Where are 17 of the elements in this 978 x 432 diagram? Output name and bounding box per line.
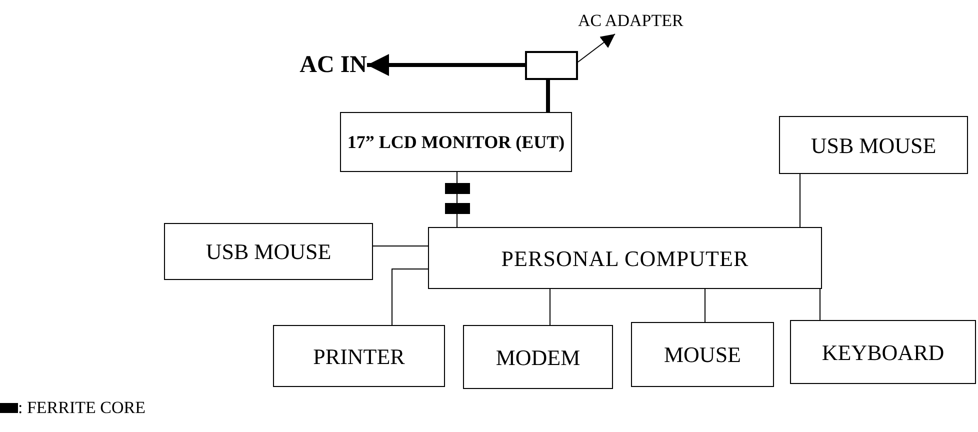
text-label: AC IN <box>245 50 367 80</box>
connector-line <box>704 288 706 322</box>
device-box: 17” LCD MONITOR (EUT) <box>340 112 572 172</box>
device-box: MODEM <box>463 325 613 389</box>
text-label: AC ADAPTER <box>578 8 728 34</box>
device-box: MOUSE <box>631 322 774 387</box>
connector-line <box>546 80 550 112</box>
arrow <box>578 34 616 62</box>
connector-line <box>392 268 428 326</box>
device-box: KEYBOARD <box>790 320 976 384</box>
device-box: USB MOUSE <box>164 223 373 280</box>
arrow <box>367 54 525 76</box>
device-box: PERSONAL COMPUTER <box>428 227 822 289</box>
device-box: USB MOUSE <box>779 116 968 174</box>
legend-text: : FERRITE CORE <box>18 397 146 419</box>
device-box: PRINTER <box>273 325 445 387</box>
adapter-box <box>525 51 578 80</box>
